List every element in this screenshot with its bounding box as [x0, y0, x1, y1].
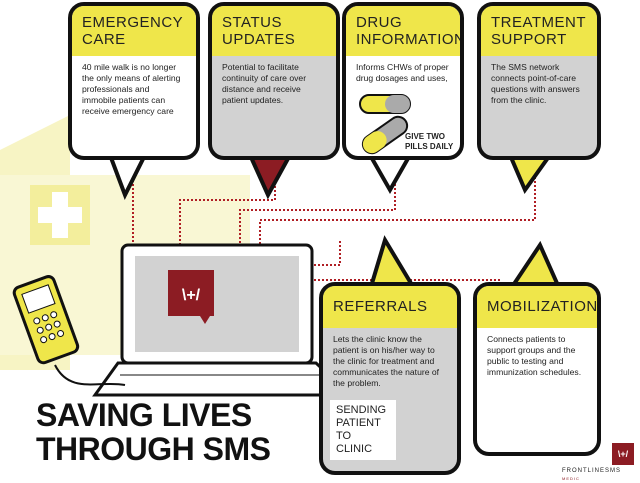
status-tail — [246, 153, 294, 200]
card-status-updates: Status Updates Potential to facilitate c… — [208, 2, 340, 160]
card-title: Referrals — [323, 286, 457, 328]
frontlinesms-logo-text: FRONTLINESMS MEDIC — [562, 468, 640, 483]
card-title: Mobilization — [477, 286, 597, 328]
svg-text:\+/: \+/ — [182, 287, 201, 304]
card-text: The SMS network connects point-of-care q… — [491, 62, 580, 105]
card-title: Drug Information — [346, 6, 460, 56]
title-line-2: THROUGH SMS — [36, 431, 271, 467]
card-mobilization: Mobilization Connects patients to suppor… — [473, 282, 601, 456]
card-text: Lets the clinic know the patient is on h… — [333, 334, 440, 388]
card-text: Informs CHWs of proper drug dosages and … — [356, 62, 449, 83]
card-text: 40 mile walk is no longer the only means… — [82, 62, 181, 116]
referral-caption: SENDING PATIENT TO CLINIC — [330, 400, 396, 460]
card-drug-information: Drug Information Informs CHWs of proper … — [342, 2, 464, 160]
card-emergency-care: Emergency Care 40 mile walk is no longer… — [68, 2, 200, 160]
pill-caption: GIVE TWO PILLS DAILY — [405, 132, 454, 151]
logo-sub: MEDIC — [562, 476, 580, 481]
title-line-1: SAVING LIVES — [36, 397, 252, 433]
laptop-illustration: \+/ — [92, 243, 354, 397]
logo-name: FRONTLINESMS — [562, 468, 622, 474]
card-text: Potential to facilitate continuity of ca… — [222, 62, 307, 105]
frontlinesms-logo-mark: \+/ — [612, 443, 634, 465]
card-title: Status Updates — [212, 6, 336, 56]
pills-icon — [359, 94, 411, 155]
card-title: Treatment Support — [481, 6, 597, 56]
phone-illustration — [12, 275, 80, 365]
page-title: SAVING LIVES THROUGH SMS — [36, 398, 271, 466]
card-text: Connects patients to support groups and … — [487, 334, 582, 377]
card-treatment-support: Treatment Support The SMS network connec… — [477, 2, 601, 160]
card-title: Emergency Care — [72, 6, 196, 56]
